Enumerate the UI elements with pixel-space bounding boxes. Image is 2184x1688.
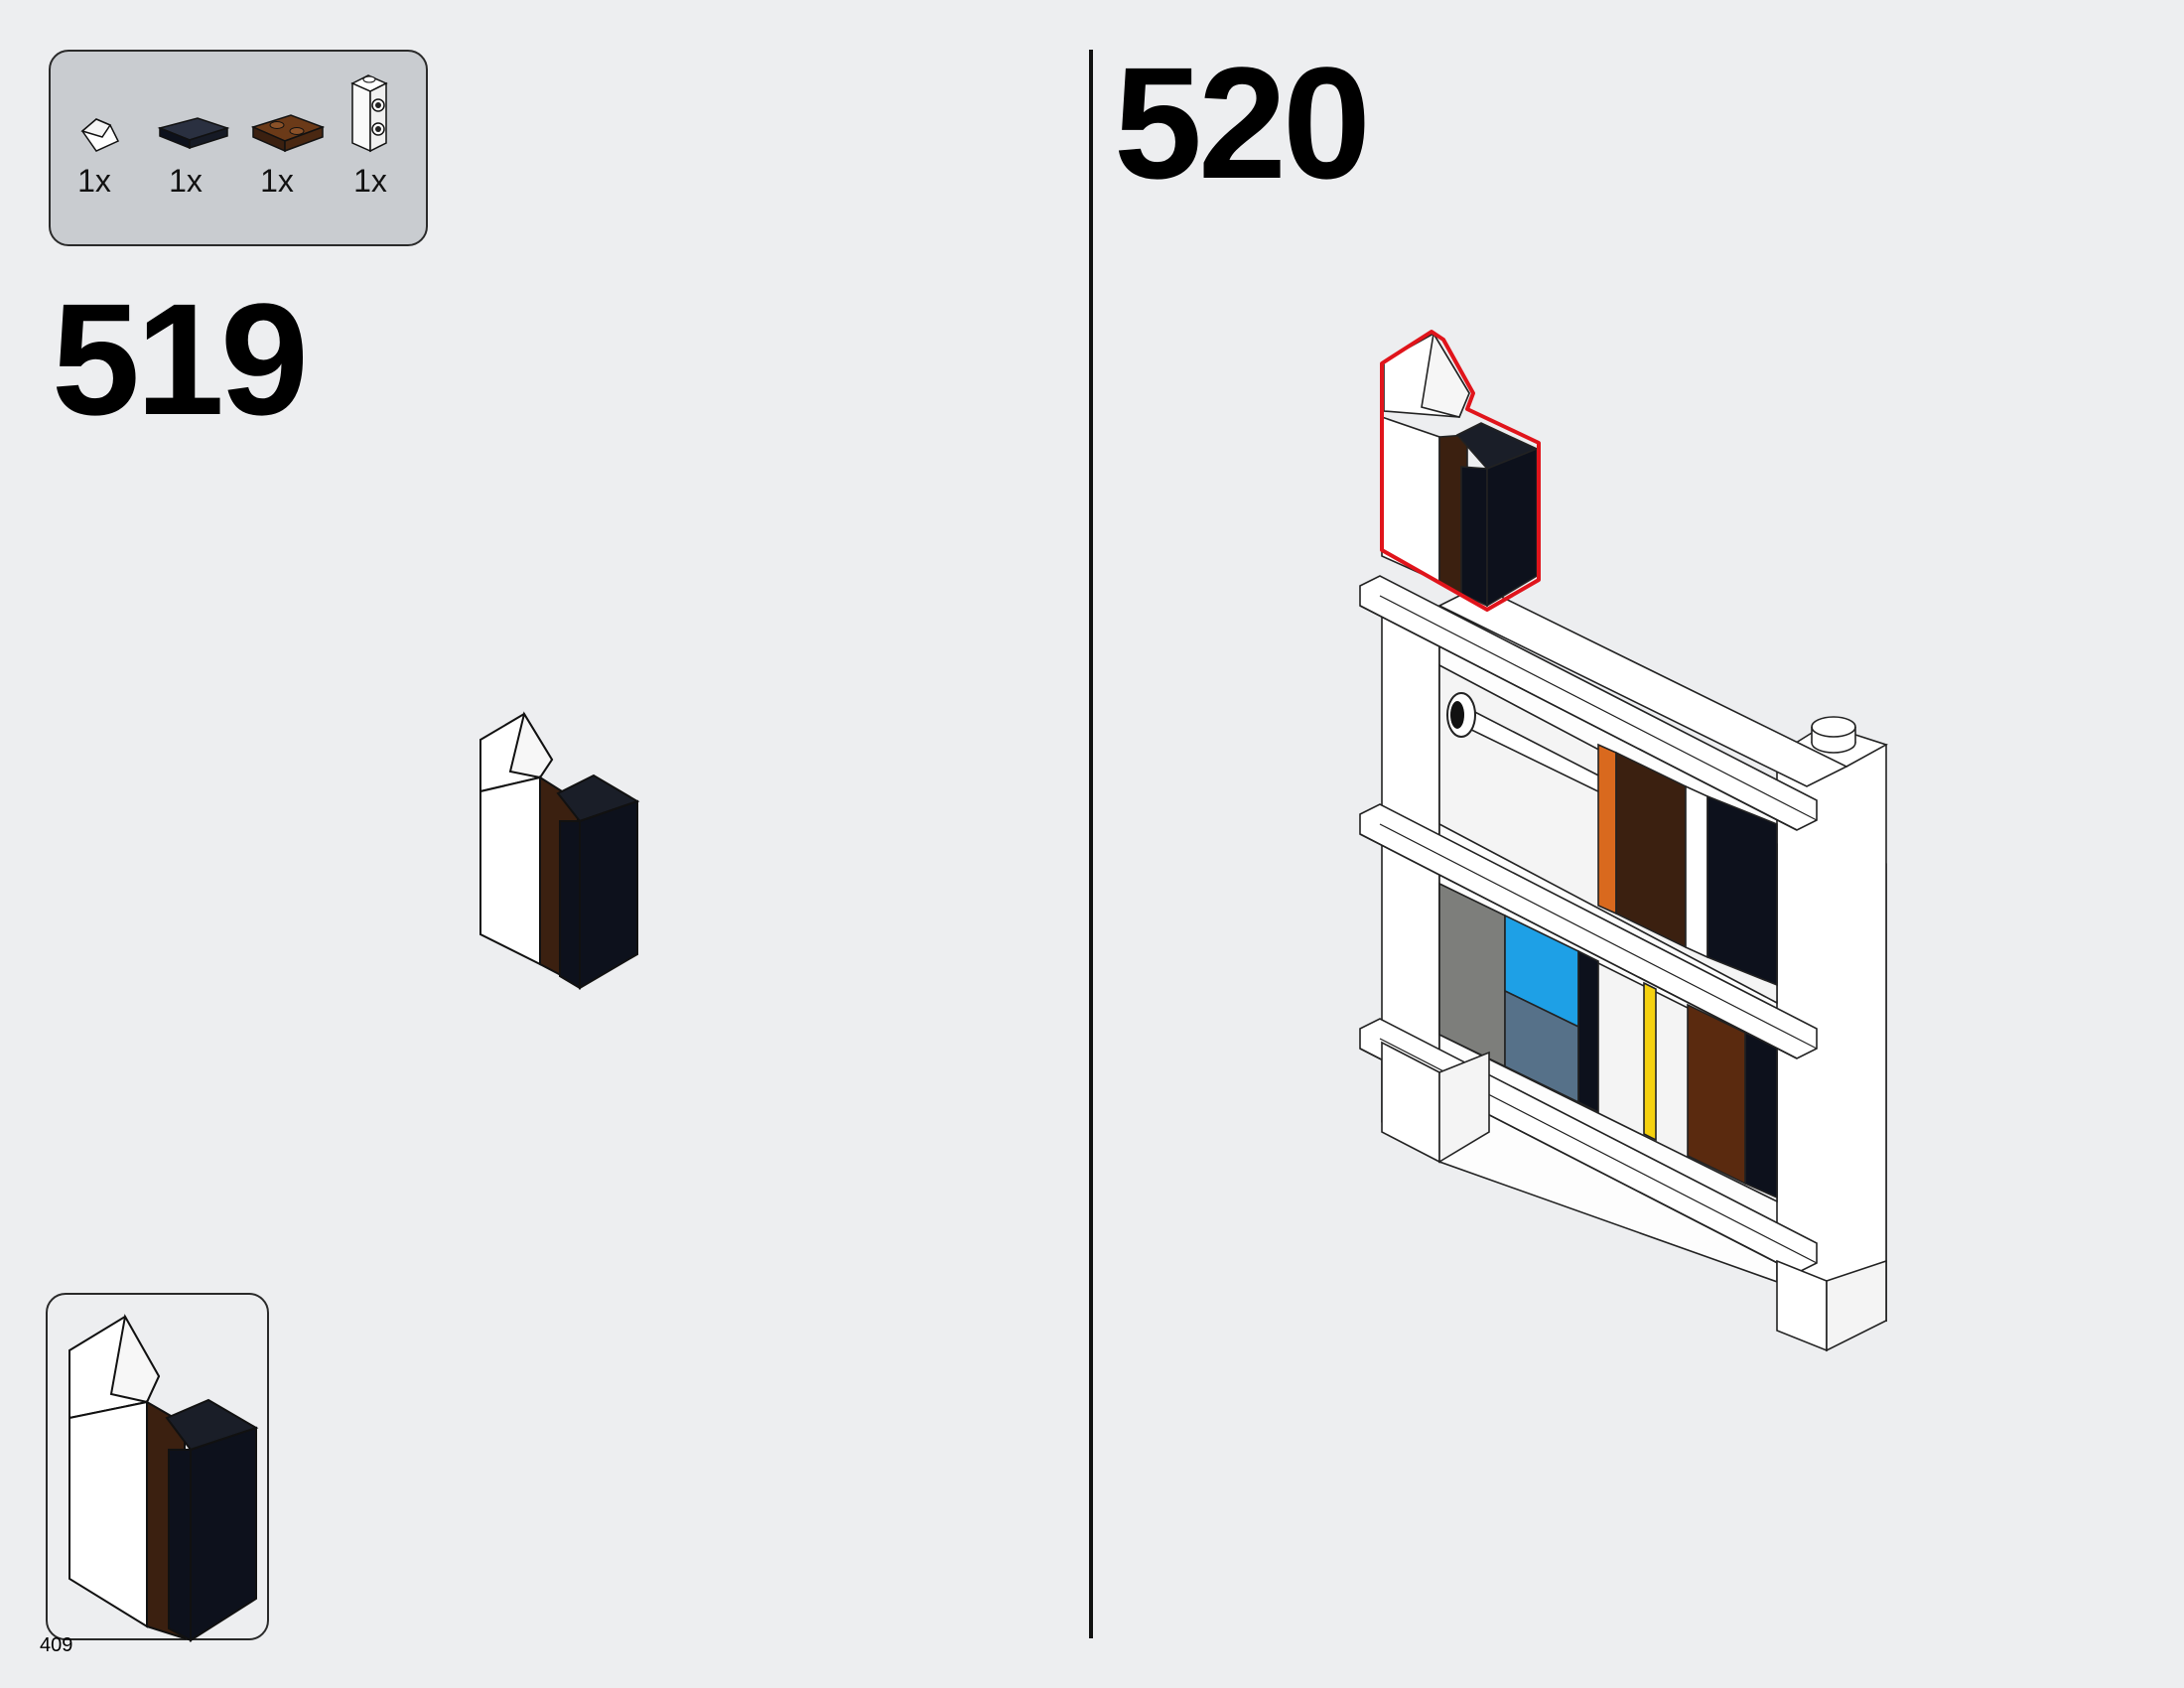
- step-number-right: 520: [1114, 34, 1371, 211]
- black-tile-icon: [157, 117, 230, 150]
- part-quantity: 1x: [169, 163, 203, 199]
- step-520-model: [1359, 330, 1889, 1352]
- page-number: 409: [40, 1634, 73, 1656]
- brown-plate-icon: [250, 114, 326, 153]
- parts-list-box: 1x 1x 1x 1x: [49, 50, 428, 246]
- white-brick-icon: [350, 74, 388, 153]
- part-quantity: 1x: [260, 163, 294, 199]
- part-quantity: 1x: [77, 163, 111, 199]
- white-slope-icon: [80, 118, 120, 152]
- new-parts-highlight: [1380, 330, 1541, 612]
- page-divider: [1089, 50, 1093, 1638]
- step-number-left: 519: [52, 270, 309, 448]
- step-519-subassembly: [479, 711, 640, 990]
- subassembly-callout-model: [68, 1314, 259, 1642]
- part-quantity: 1x: [353, 163, 387, 199]
- subassembly-callout: [46, 1293, 269, 1642]
